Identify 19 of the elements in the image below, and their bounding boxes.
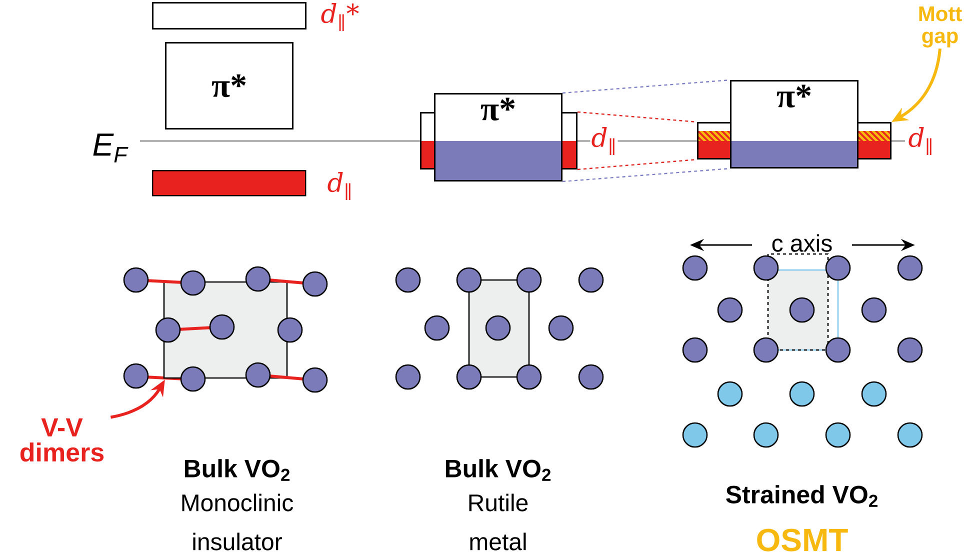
band-box	[561, 112, 578, 170]
fermi-level-label: E$_{F}$	[91, 132, 129, 164]
band-label: d$_{∥}$	[326, 171, 354, 201]
band-box	[697, 122, 732, 160]
band-box: π*	[730, 80, 858, 168]
axis-label: c axis	[770, 233, 834, 253]
caption-text: Rutile metal	[457, 492, 539, 552]
band-label: d$_{∥}$	[907, 126, 935, 156]
band-label: d$_{∥}$	[590, 126, 618, 156]
band-box	[420, 112, 436, 170]
caption-title: Strained VO$_{2}$	[724, 484, 880, 508]
caption-title: Bulk VO$_{2}$	[182, 458, 292, 482]
band-box: π*	[165, 42, 294, 130]
mott-gap-label: Mott gap	[919, 6, 962, 48]
caption-title: Bulk VO$_{2}$	[443, 458, 553, 482]
caption-text: Monoclinic insulator	[176, 492, 298, 552]
band-label: d$_{∥}$*	[320, 2, 360, 32]
dimer-label: V-V dimers	[20, 418, 104, 462]
caption-title: OSMT	[754, 528, 850, 552]
